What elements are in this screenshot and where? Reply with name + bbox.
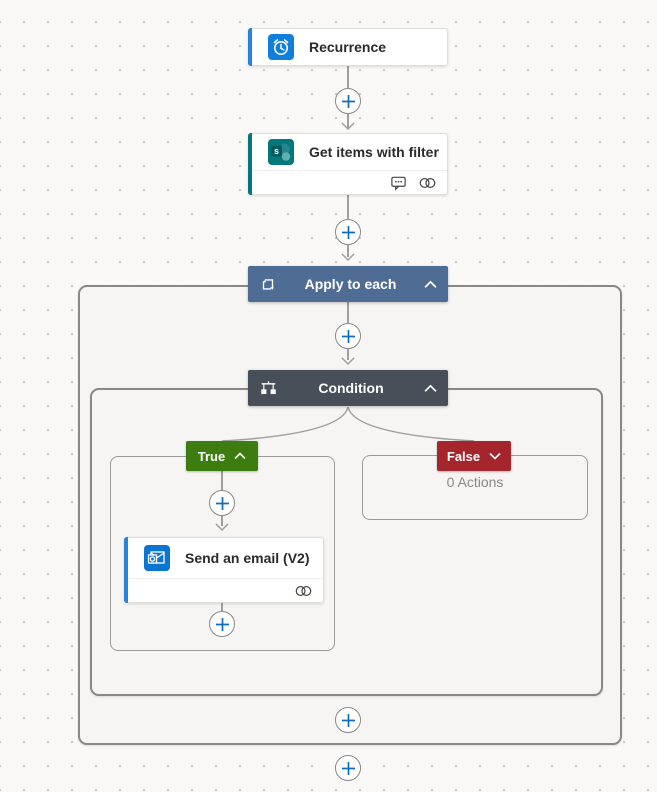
plus-icon <box>341 225 355 239</box>
plus-icon <box>341 94 355 108</box>
plus-icon <box>215 496 229 510</box>
plus-icon <box>215 617 229 631</box>
chevron-up-icon[interactable] <box>424 280 437 289</box>
connector-line <box>347 302 349 323</box>
card-accent-bar <box>248 28 252 66</box>
connector-line <box>221 603 223 611</box>
add-action-button[interactable] <box>335 707 361 733</box>
condition-label: Condition <box>318 380 384 396</box>
recurrence-card[interactable]: Recurrence <box>248 28 448 66</box>
connection-icon[interactable] <box>418 176 437 190</box>
arrow-down-icon <box>341 253 355 262</box>
connector-line <box>221 471 223 490</box>
loop-icon <box>262 279 274 290</box>
add-action-button[interactable] <box>335 323 361 349</box>
connector-line <box>347 195 349 219</box>
false-branch-empty-text: 0 Actions <box>446 474 504 490</box>
true-branch-button[interactable]: True <box>186 441 258 471</box>
chevron-up-icon <box>234 452 246 460</box>
condition-balance-icon <box>261 380 276 394</box>
false-branch-label: False <box>446 448 481 464</box>
send-email-label: Send an email (V2) <box>185 550 310 566</box>
get-items-label: Get items with filter <box>309 144 439 160</box>
get-items-card[interactable]: s Get items with filter <box>248 133 448 195</box>
connector-line <box>347 349 349 360</box>
chevron-down-icon <box>489 452 501 460</box>
arrow-down-icon <box>341 122 355 131</box>
plus-icon <box>341 761 355 775</box>
plus-icon <box>341 713 355 727</box>
connector-line <box>347 114 349 128</box>
condition-header[interactable]: Condition <box>248 370 448 406</box>
connection-icon[interactable] <box>294 584 313 598</box>
card-accent-bar <box>124 537 128 603</box>
connector-line <box>221 516 223 526</box>
send-email-card[interactable]: Send an email (V2) <box>124 537 324 603</box>
arrow-down-icon <box>341 357 355 366</box>
recurrence-label: Recurrence <box>309 39 387 55</box>
add-action-button[interactable] <box>209 611 235 637</box>
outlook-icon <box>144 545 170 571</box>
add-action-button[interactable] <box>209 490 235 516</box>
chevron-up-icon[interactable] <box>424 384 437 393</box>
condition-branch-connector <box>221 406 475 442</box>
plus-icon <box>341 329 355 343</box>
arrow-down-icon <box>215 523 229 532</box>
add-action-button[interactable] <box>335 755 361 781</box>
recurrence-clock-icon <box>268 34 294 60</box>
connector-line <box>347 66 349 89</box>
card-accent-bar <box>248 133 252 195</box>
apply-to-each-header[interactable]: Apply to each <box>248 266 448 302</box>
apply-to-each-label: Apply to each <box>304 276 397 292</box>
false-branch-container: 0 Actions <box>362 455 588 520</box>
add-action-button[interactable] <box>335 219 361 245</box>
svg-text:s: s <box>274 146 279 156</box>
add-action-button[interactable] <box>335 88 361 114</box>
sharepoint-icon: s <box>268 139 294 165</box>
comment-icon[interactable] <box>390 174 407 191</box>
true-branch-label: True <box>197 448 226 464</box>
connector-line <box>347 245 349 257</box>
false-branch-button[interactable]: False <box>437 441 511 471</box>
